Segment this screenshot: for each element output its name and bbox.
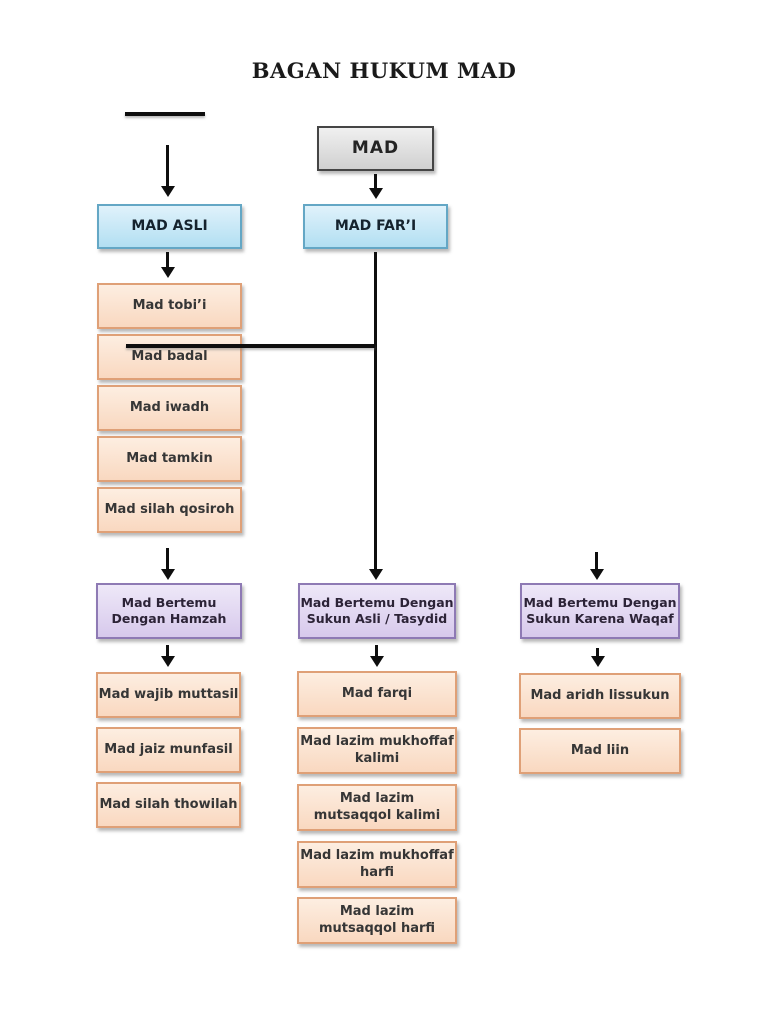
down-arrow-items-right xyxy=(596,648,599,657)
box-mad-farqi: Mad farqi xyxy=(297,671,457,717)
box-mad-wajib-muttasil-label: Mad wajib muttasil xyxy=(98,686,239,702)
page-title: BAGAN HUKUM MAD xyxy=(251,58,517,83)
box-group-sukun-waqaf: Mad Bertemu Dengan Sukun Karena Waqaf xyxy=(520,583,680,639)
box-mad-lazim-mukhoffaf-harfi-label: Mad lazim mukhoffaf harfi xyxy=(300,848,454,880)
box-mad-fari-label: MAD FAR’I xyxy=(334,217,417,234)
group-sukun-asli-line2: Sukun Asli / Tasydid xyxy=(306,611,448,626)
box-mad-tobii-label: Mad tobi’i xyxy=(132,297,207,313)
group-sukun-asli-line1: Mad Bertemu Dengan xyxy=(300,595,454,611)
box-mad-liin: Mad liin xyxy=(519,728,681,774)
box-mad-tobii: Mad tobi’i xyxy=(97,283,242,329)
box-mad-lazim-mukhoffaf-kalimi-label: Mad lazim mukhoffaf kalimi xyxy=(300,734,454,766)
connector-line-top xyxy=(125,112,205,116)
box-mad-asli: MAD ASLI xyxy=(97,204,242,249)
down-arrow-fari-long xyxy=(374,252,377,570)
box-mad-aridh-lissukun-label: Mad aridh lissukun xyxy=(530,687,670,703)
box-mad-silah-thowilah: Mad silah thowilah xyxy=(96,782,241,828)
box-mad-lazim-mutsaqqol-kalimi: Mad lazim mutsaqqol kalimi xyxy=(297,784,457,831)
box-mad-lazim-mukhoffaf-kalimi: Mad lazim mukhoffaf kalimi xyxy=(297,727,457,774)
down-arrow-items-middle xyxy=(375,645,378,657)
box-mad-silah-thowilah-label: Mad silah thowilah xyxy=(99,796,238,812)
box-mad-lazim-mutsaqqol-kalimi-label: Mad lazim mutsaqqol kalimi xyxy=(313,791,441,823)
group-hamzah-line1: Mad Bertemu xyxy=(121,595,217,611)
box-group-hamzah: Mad Bertemu Dengan Hamzah xyxy=(96,583,242,639)
box-mad-iwadh: Mad iwadh xyxy=(97,385,242,431)
down-arrow-items-left xyxy=(166,645,169,657)
box-mad-jaiz-munfasil-label: Mad jaiz munfasil xyxy=(104,741,233,757)
box-mad-silah-qosiroh: Mad silah qosiroh xyxy=(97,487,242,533)
box-mad-silah-qosiroh-label: Mad silah qosiroh xyxy=(104,501,235,517)
down-arrow-to-mad-fari xyxy=(374,174,377,189)
group-sukun-waqaf-line1: Mad Bertemu Dengan xyxy=(523,595,677,611)
box-mad-tamkin: Mad tamkin xyxy=(97,436,242,482)
box-mad-aridh-lissukun: Mad aridh lissukun xyxy=(519,673,681,719)
box-mad-wajib-muttasil: Mad wajib muttasil xyxy=(96,672,241,718)
box-mad-jaiz-munfasil: Mad jaiz munfasil xyxy=(96,727,241,773)
box-mad-lazim-mutsaqqol-harfi-label: Mad lazim mutsaqqol harfi xyxy=(318,904,436,936)
box-mad-badal-label: Mad badal xyxy=(131,348,208,364)
box-mad-root-label: MAD xyxy=(351,137,400,158)
down-arrow-asli-types xyxy=(166,252,169,268)
down-arrow-to-mad-asli xyxy=(166,145,169,187)
group-hamzah-line2: Dengan Hamzah xyxy=(111,611,227,626)
box-mad-tamkin-label: Mad tamkin xyxy=(126,450,213,466)
box-mad-root: MAD xyxy=(317,126,434,171)
box-group-sukun-asli: Mad Bertemu Dengan Sukun Asli / Tasydid xyxy=(298,583,456,639)
box-mad-iwadh-label: Mad iwadh xyxy=(129,399,210,415)
box-mad-badal: Mad badal xyxy=(97,334,242,380)
box-mad-liin-label: Mad liin xyxy=(570,742,630,758)
box-mad-lazim-mukhoffaf-harfi: Mad lazim mukhoffaf harfi xyxy=(297,841,457,888)
group-sukun-waqaf-line2: Sukun Karena Waqaf xyxy=(526,611,674,626)
down-arrow-group-right xyxy=(595,552,598,570)
box-mad-farqi-label: Mad farqi xyxy=(341,685,413,701)
box-mad-lazim-mutsaqqol-harfi: Mad lazim mutsaqqol harfi xyxy=(297,897,457,944)
connector-line-horizontal xyxy=(126,344,375,348)
box-mad-asli-label: MAD ASLI xyxy=(131,217,208,234)
box-mad-fari: MAD FAR’I xyxy=(303,204,448,249)
down-arrow-group-left xyxy=(166,548,169,570)
